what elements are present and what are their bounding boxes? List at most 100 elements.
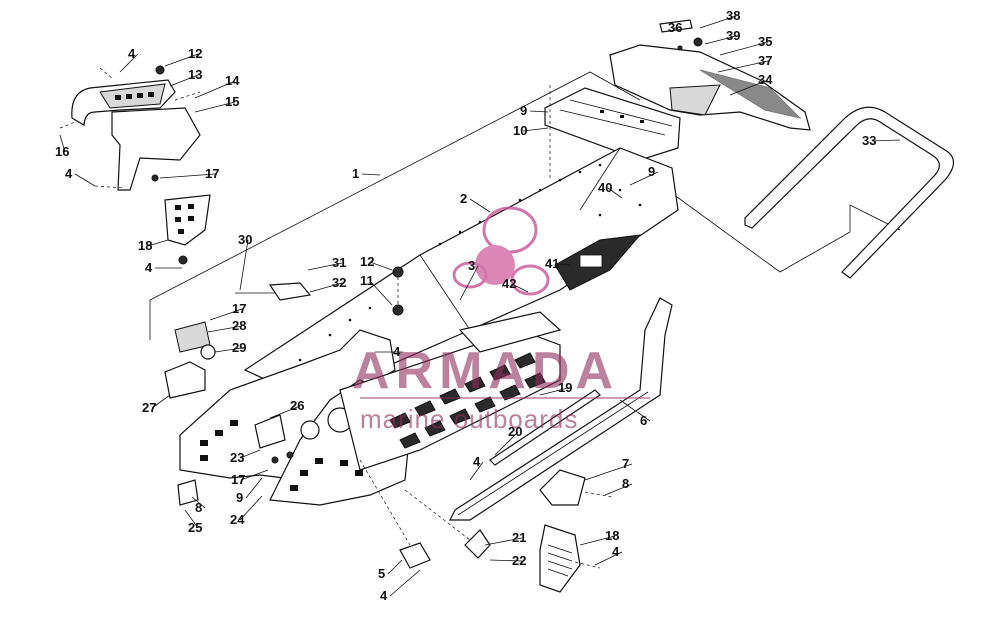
callout-leader-line — [584, 463, 633, 481]
callout-20: 20 — [494, 424, 522, 456]
runner-strip — [489, 389, 601, 466]
rear-plate — [544, 85, 681, 180]
callout-leader-line — [245, 477, 263, 499]
callout-33: 33 — [862, 133, 901, 148]
callout-35: 35 — [719, 34, 772, 56]
cross-brace — [392, 266, 562, 353]
callout-41: 41 — [545, 256, 571, 271]
callout-number: 9 — [236, 490, 243, 505]
callout-number: 5 — [378, 566, 385, 581]
callout-number: 8 — [195, 500, 202, 515]
callout-number: 39 — [726, 28, 740, 43]
callout-26: 26 — [269, 398, 304, 419]
callout-leader-line — [529, 110, 549, 113]
callout-6: 6 — [619, 399, 651, 428]
callout-leader-line — [191, 496, 206, 509]
small-brackets — [177, 459, 613, 569]
callout-40: 40 — [598, 180, 623, 199]
callout-38: 38 — [699, 8, 740, 29]
callout-28: 28 — [207, 318, 246, 333]
callout-number: 18 — [605, 528, 619, 543]
callout-leader-line — [239, 495, 263, 521]
callout-number: 3 — [468, 258, 475, 273]
callout-13: 13 — [169, 67, 202, 87]
callout-leader-line — [729, 79, 769, 96]
callout-number: 28 — [232, 318, 246, 333]
callout-number: 22 — [512, 553, 526, 568]
callout-25: 25 — [184, 509, 202, 535]
callout-number: 29 — [232, 340, 246, 355]
callout-number: 18 — [138, 238, 152, 253]
callout-leader-line — [239, 449, 261, 459]
callout-number: 24 — [230, 512, 245, 527]
callout-number: 16 — [55, 144, 69, 159]
callout-30: 30 — [238, 232, 252, 291]
callout-14: 14 — [194, 73, 240, 99]
callout-leader-line — [214, 347, 243, 353]
callout-36: 36 — [668, 20, 682, 35]
callout-leader-line — [209, 308, 243, 321]
callout-17: 17 — [231, 469, 269, 487]
callout-11: 11 — [360, 273, 393, 306]
callout-12: 12 — [360, 254, 393, 271]
callout-12: 12 — [164, 46, 202, 67]
callout-4: 4 — [119, 46, 139, 73]
callout-number: 6 — [640, 413, 647, 428]
callout-number: 36 — [668, 20, 682, 35]
callout-34: 34 — [729, 72, 773, 96]
callout-8: 8 — [191, 496, 206, 515]
callout-number: 1 — [352, 166, 359, 181]
side-rail — [449, 297, 673, 521]
callout-17: 17 — [159, 166, 219, 181]
callout-22: 22 — [489, 553, 526, 568]
callout-24: 24 — [230, 495, 263, 527]
callout-leader-line — [389, 569, 421, 597]
callout-3: 3 — [459, 258, 479, 301]
watermark-logo-icon — [452, 206, 550, 296]
callout-leader-line — [459, 265, 479, 301]
callout-number: 14 — [225, 73, 240, 88]
callout-10: 10 — [513, 123, 549, 138]
watermark-tagline: marine outboards — [360, 404, 578, 434]
callout-23: 23 — [230, 449, 261, 465]
rear-bumper-assembly — [59, 65, 211, 265]
callout-7: 7 — [584, 456, 633, 481]
callout-leader-line — [74, 173, 96, 187]
callout-number: 2 — [460, 191, 467, 206]
callout-4: 4 — [145, 260, 182, 275]
callout-number: 4 — [65, 166, 73, 181]
callout-19: 19 — [539, 380, 572, 396]
callout-number: 34 — [758, 72, 773, 87]
footrest-panel — [539, 524, 601, 593]
callout-4: 4 — [594, 544, 623, 566]
callout-4: 4 — [380, 569, 421, 603]
callout-leader-line — [164, 53, 199, 67]
callout-number: 11 — [360, 273, 374, 288]
callout-number: 4 — [380, 588, 388, 603]
callout-leader-line — [194, 80, 236, 99]
callout-9: 9 — [236, 477, 263, 505]
callout-18: 18 — [138, 238, 169, 253]
callout-leader-line — [494, 431, 519, 456]
callout-leader-line — [594, 551, 623, 566]
callout-number: 4 — [393, 344, 401, 359]
left-hardware — [164, 282, 312, 464]
callout-number: 17 — [205, 166, 219, 181]
callout-leader-line — [240, 469, 269, 481]
callout-leader-line — [119, 53, 139, 73]
callout-leader-line — [151, 394, 171, 409]
callout-number: 17 — [232, 301, 246, 316]
assembly-bracket — [149, 71, 901, 340]
callout-37: 37 — [717, 53, 772, 73]
callout-9: 9 — [629, 164, 659, 186]
callout-number: 21 — [512, 530, 526, 545]
callout-leader-line — [607, 187, 623, 199]
callout-leader-line — [484, 537, 523, 546]
callout-leader-line — [307, 262, 343, 271]
callout-number: 13 — [188, 67, 202, 82]
callout-8: 8 — [604, 476, 633, 496]
callout-leader-line — [579, 535, 616, 546]
callout-leader-line — [269, 405, 301, 419]
grab-handle — [744, 106, 955, 279]
